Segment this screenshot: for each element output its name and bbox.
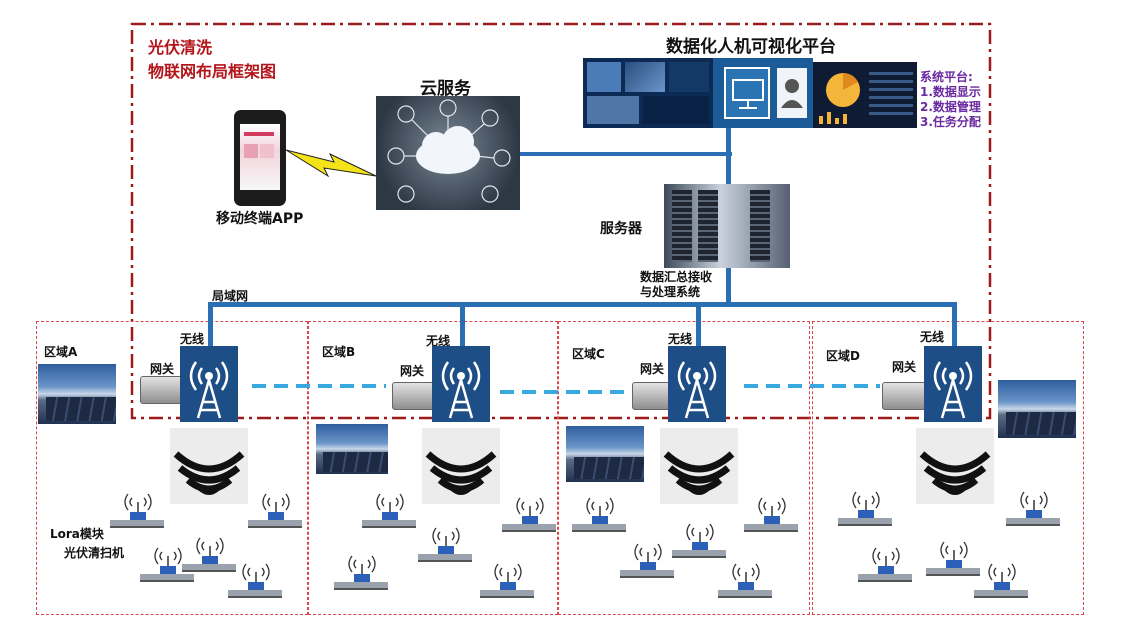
lora-cleaner-node-icon	[570, 497, 626, 534]
lora-cleaner-node-icon	[924, 541, 980, 578]
wireless-link-ab	[252, 384, 386, 388]
zone-d-gateway-label: 网关	[892, 360, 917, 374]
lora-cleaner-node-icon	[972, 563, 1028, 600]
mobile-phone-image	[234, 110, 286, 206]
lora-cleaner-node-icon	[226, 563, 282, 600]
lan-drop-d	[952, 302, 957, 346]
zone-a-solar-photo	[38, 364, 116, 424]
zone-box-b	[308, 321, 558, 615]
zone-b-solar-photo	[316, 424, 388, 474]
platform-monitor-panel	[713, 58, 813, 128]
zone-d-label: 区域D	[826, 349, 860, 363]
zone-c-gateway-label: 网关	[640, 362, 665, 376]
lora-cleaner-node-icon	[1004, 491, 1060, 528]
lora-cleaner-node-icon	[138, 547, 194, 584]
zone-c-wireless-label: 无线	[668, 332, 693, 346]
server-label: 服务器	[600, 221, 642, 237]
title-line-1: 光伏清洗	[148, 38, 213, 57]
lora-cleaner-node-icon	[478, 563, 534, 600]
lora-cleaner-node-icon	[856, 547, 912, 584]
lan-bus-line	[210, 302, 956, 307]
lora-cleaner-node-icon	[716, 563, 772, 600]
zone-b-label: 区域B	[322, 345, 356, 359]
cloud-icon	[387, 99, 511, 203]
lora-cleaner-node-icon	[742, 497, 798, 534]
wireless-link-bc	[500, 390, 628, 394]
zone-b-wireless-label: 无线	[426, 334, 451, 348]
zone-d-wifi-icon	[916, 428, 994, 504]
cloud-link-line	[520, 152, 732, 156]
zone-c-tower-icon	[668, 346, 726, 422]
lora-module-label: Lora模块	[50, 527, 104, 541]
server-to-lan-line	[726, 268, 731, 306]
zone-d-tower-icon	[924, 346, 982, 422]
zone-a-wireless-label: 无线	[180, 332, 205, 346]
zone-a-tower-icon	[180, 346, 238, 422]
zone-d-solar-photo	[998, 380, 1076, 438]
zone-a-gateway-icon	[140, 376, 184, 404]
server-caption: 数据汇总接收 与处理系统	[640, 270, 712, 300]
zone-c-label: 区域C	[572, 347, 605, 361]
zone-box-c	[558, 321, 810, 615]
lora-cleaner-node-icon	[360, 493, 416, 530]
dashboard-chart-icon	[819, 72, 913, 124]
zone-a-gateway-label: 网关	[150, 362, 175, 376]
lora-cleaner-node-icon	[618, 543, 674, 580]
lora-cleaner-node-icon	[180, 537, 236, 574]
system-item-3: 3.任务分配	[920, 115, 981, 129]
zone-b-tower-icon	[432, 346, 490, 422]
platform-to-server-line	[726, 128, 731, 184]
system-heading: 系统平台:	[920, 70, 973, 84]
system-platform-list: 系统平台: 1.数据显示 2.数据管理 3.任务分配	[920, 70, 981, 130]
lora-cleaner-node-icon	[500, 497, 556, 534]
lan-drop-b	[460, 302, 465, 346]
zone-a-label: 区域A	[44, 345, 78, 359]
pv-cleaner-label: 光伏清扫机	[64, 546, 125, 560]
wireless-bolt-icon	[285, 149, 377, 178]
zone-d-gateway-icon	[882, 382, 926, 410]
lora-cleaner-node-icon	[670, 523, 726, 560]
server-rack-image	[664, 184, 790, 268]
monitor-user-icon	[724, 67, 807, 119]
system-item-2: 2.数据管理	[920, 100, 981, 114]
cloud-service-label: 云服务	[420, 79, 471, 99]
wireless-link-cd	[744, 384, 880, 388]
zone-d-wireless-label: 无线	[920, 330, 945, 344]
lora-cleaner-node-icon	[836, 491, 892, 528]
platform-dashboard-right	[813, 62, 917, 128]
lora-cleaner-node-icon	[332, 555, 388, 592]
server-caption-line-1: 数据汇总接收	[640, 270, 713, 284]
lora-cleaner-node-icon	[108, 493, 164, 530]
lora-cleaner-node-icon	[416, 527, 472, 564]
server-caption-line-2: 与处理系统	[640, 285, 701, 299]
zone-c-solar-photo	[566, 426, 644, 482]
title-line-2: 物联网布局框架图	[148, 62, 277, 81]
lora-cleaner-node-icon	[246, 493, 302, 530]
platform-title: 数据化人机可视化平台	[666, 37, 836, 57]
lan-label: 局域网	[212, 289, 249, 303]
mobile-app-label: 移动终端APP	[216, 211, 304, 227]
zone-box-a	[36, 321, 308, 615]
system-item-1: 1.数据显示	[920, 85, 981, 99]
lan-drop-c	[696, 302, 701, 346]
lan-drop-a	[208, 302, 213, 346]
cloud-service-image	[376, 96, 520, 210]
zone-c-wifi-icon	[660, 428, 738, 504]
diagram-title: 光伏清洗 物联网布局框架图	[148, 36, 276, 84]
zone-b-gateway-label: 网关	[400, 364, 425, 378]
platform-dashboard-left	[583, 58, 713, 128]
zone-b-wifi-icon	[422, 428, 500, 504]
zone-b-gateway-icon	[392, 382, 436, 410]
zone-box-d	[812, 321, 1084, 615]
zone-a-wifi-icon	[170, 428, 248, 504]
